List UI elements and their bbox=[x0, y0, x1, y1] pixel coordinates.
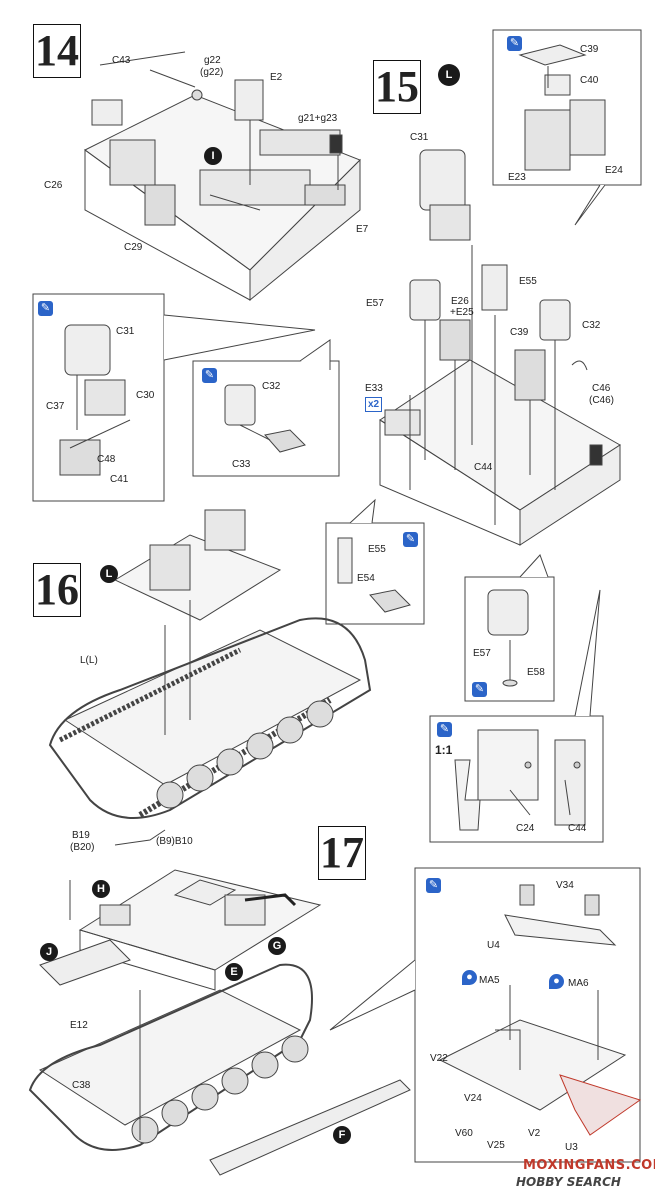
part-label-c39-top: C39 bbox=[580, 44, 599, 55]
step14-hull-drawing bbox=[84, 51, 361, 302]
part-label-c29: C29 bbox=[124, 242, 143, 253]
part-label-c31-detail: C31 bbox=[116, 326, 135, 337]
part-label-v22: V22 bbox=[430, 1053, 448, 1064]
glue-drop-icon: ● bbox=[549, 974, 564, 989]
part-label-e2: E2 bbox=[270, 72, 283, 83]
part-label-c40: C40 bbox=[580, 75, 599, 86]
part-label-e33: E33 bbox=[365, 383, 383, 394]
step-number-16: 16 bbox=[33, 563, 81, 617]
part-label-e57: E57 bbox=[366, 298, 384, 309]
part-label-c30: C30 bbox=[136, 390, 155, 401]
step-number-14: 14 bbox=[33, 24, 81, 78]
part-label-e25: +E25 bbox=[450, 307, 474, 318]
brush-icon: ✎ bbox=[472, 682, 487, 697]
scale-label: 1:1 bbox=[435, 743, 453, 757]
subassembly-marker-f: F bbox=[333, 1126, 351, 1144]
step-number-15: 15 bbox=[373, 60, 421, 114]
part-label-c37: C37 bbox=[46, 401, 65, 412]
part-label-c44: C44 bbox=[474, 462, 493, 473]
brush-icon: ✎ bbox=[202, 368, 217, 383]
subassembly-marker-i: I bbox=[204, 147, 222, 165]
quantity-badge-x2: x2 bbox=[365, 397, 383, 412]
glue-drop-icon: ● bbox=[462, 970, 477, 985]
subassembly-marker-e: E bbox=[225, 963, 243, 981]
subassembly-marker-l-step16: L bbox=[100, 565, 118, 583]
part-label-g22-alt: (g22) bbox=[200, 67, 224, 78]
part-label-e54: E54 bbox=[357, 573, 375, 584]
scale-detail-drawing bbox=[429, 589, 604, 843]
brush-icon: ✎ bbox=[38, 301, 53, 316]
subassembly-marker-l-step15: L bbox=[438, 64, 460, 86]
part-label-v25: V25 bbox=[487, 1140, 505, 1151]
brush-icon: ✎ bbox=[426, 878, 441, 893]
part-label-e57-detail: E57 bbox=[473, 648, 491, 659]
subassembly-marker-g: G bbox=[268, 937, 286, 955]
part-label-e55: E55 bbox=[519, 276, 537, 287]
part-label-e12: E12 bbox=[70, 1020, 88, 1031]
part-label-ma5: MA5 bbox=[479, 975, 500, 986]
subassembly-marker-h: H bbox=[92, 880, 110, 898]
brush-icon: ✎ bbox=[437, 722, 452, 737]
part-label-ma6: MA6 bbox=[568, 978, 589, 989]
step-number-17: 17 bbox=[318, 826, 366, 880]
part-label-c33: C33 bbox=[232, 459, 251, 470]
part-label-c46: C46 bbox=[592, 383, 611, 394]
part-label-e58: E58 bbox=[527, 667, 545, 678]
part-label-b9-b10: (B9)B10 bbox=[156, 836, 193, 847]
part-label-c32: C32 bbox=[582, 320, 601, 331]
part-label-ll: L(L) bbox=[80, 655, 98, 666]
part-label-u3: U3 bbox=[565, 1142, 578, 1153]
part-label-c41: C41 bbox=[110, 474, 129, 485]
part-label-v24: V24 bbox=[464, 1093, 482, 1104]
subassembly-marker-j: J bbox=[40, 943, 58, 961]
part-label-c24: C24 bbox=[516, 823, 535, 834]
part-label-c31: C31 bbox=[410, 132, 429, 143]
watermark-site: MOXINGFANS.COM bbox=[523, 1158, 655, 1173]
part-label-g21-g23: g21+g23 bbox=[298, 113, 338, 124]
step16-chassis-drawing bbox=[48, 509, 372, 846]
e57-detail-drawing bbox=[464, 554, 555, 702]
part-label-c39: C39 bbox=[510, 327, 529, 338]
watermark-hobby-search: HOBBY SEARCH bbox=[516, 1175, 621, 1189]
part-label-e26: E26 bbox=[451, 296, 469, 307]
step15-detail-c39-drawing bbox=[492, 29, 642, 226]
part-label-e7: E7 bbox=[356, 224, 369, 235]
c32-detail-drawing bbox=[192, 339, 340, 477]
part-label-b19: B19 bbox=[72, 830, 90, 841]
part-label-c46-alt: (C46) bbox=[589, 395, 615, 406]
part-label-b20: (B20) bbox=[70, 842, 95, 853]
e55-detail-drawing bbox=[325, 498, 425, 625]
part-label-c43: C43 bbox=[112, 55, 131, 66]
brush-icon: ✎ bbox=[403, 532, 418, 547]
part-label-u4: U4 bbox=[487, 940, 500, 951]
part-label-c38: C38 bbox=[72, 1080, 91, 1091]
part-label-e55-detail: E55 bbox=[368, 544, 386, 555]
part-label-v60: V60 bbox=[455, 1128, 473, 1139]
part-label-c32-detail: C32 bbox=[262, 381, 281, 392]
brush-icon: ✎ bbox=[507, 36, 522, 51]
part-label-v2: V2 bbox=[528, 1128, 541, 1139]
watermark-plane bbox=[559, 1074, 642, 1136]
seat-detail-drawing bbox=[32, 293, 316, 502]
part-label-c44-detail: C44 bbox=[568, 823, 587, 834]
part-label-v34: V34 bbox=[556, 880, 574, 891]
part-label-c26: C26 bbox=[44, 180, 63, 191]
part-label-e23: E23 bbox=[508, 172, 526, 183]
part-label-g22: g22 bbox=[204, 55, 221, 66]
step17-hull-drawing bbox=[28, 869, 411, 1176]
part-label-e24: E24 bbox=[605, 165, 623, 176]
step15-interior-drawing bbox=[379, 149, 621, 546]
part-label-c48: C48 bbox=[97, 454, 116, 465]
